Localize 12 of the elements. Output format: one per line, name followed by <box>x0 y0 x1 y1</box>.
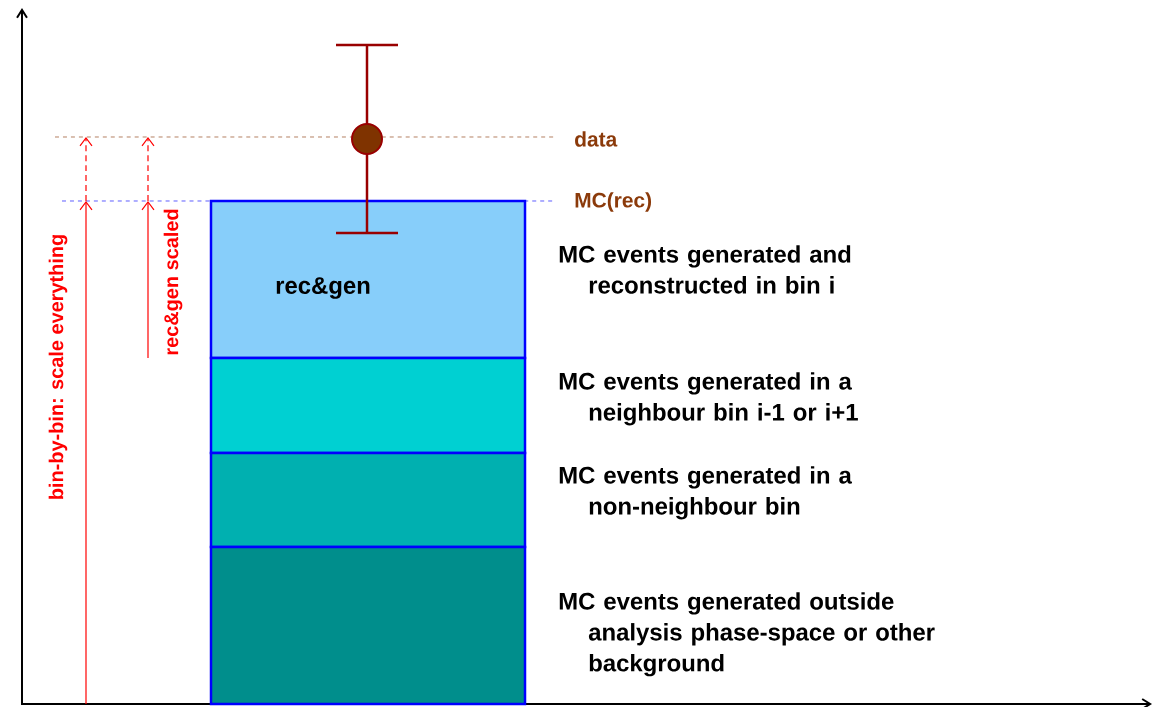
description-text: MC events generated in a non-neighbour bin <box>559 466 852 520</box>
annotation-label: MC(rec) <box>575 192 652 212</box>
annotation-label: bin-by-bin: scale everything <box>48 235 68 499</box>
stacked-bar-segment <box>209 451 527 549</box>
annotation-label: rec&gen scaled <box>163 209 183 355</box>
stacked-bar-segment: rec&gen <box>209 199 527 360</box>
stacked-bar-segment <box>209 545 527 706</box>
description-text: MC events generated outside analysis phase-space or other background <box>559 592 935 677</box>
annotation-label: data <box>575 131 618 147</box>
description-text: MC events generated in a neighbour bin i-1 or i+1 <box>559 372 858 426</box>
stacked-bar-segment <box>209 356 527 455</box>
description-text: MC events generated and reconstructed in bin i <box>559 245 851 294</box>
